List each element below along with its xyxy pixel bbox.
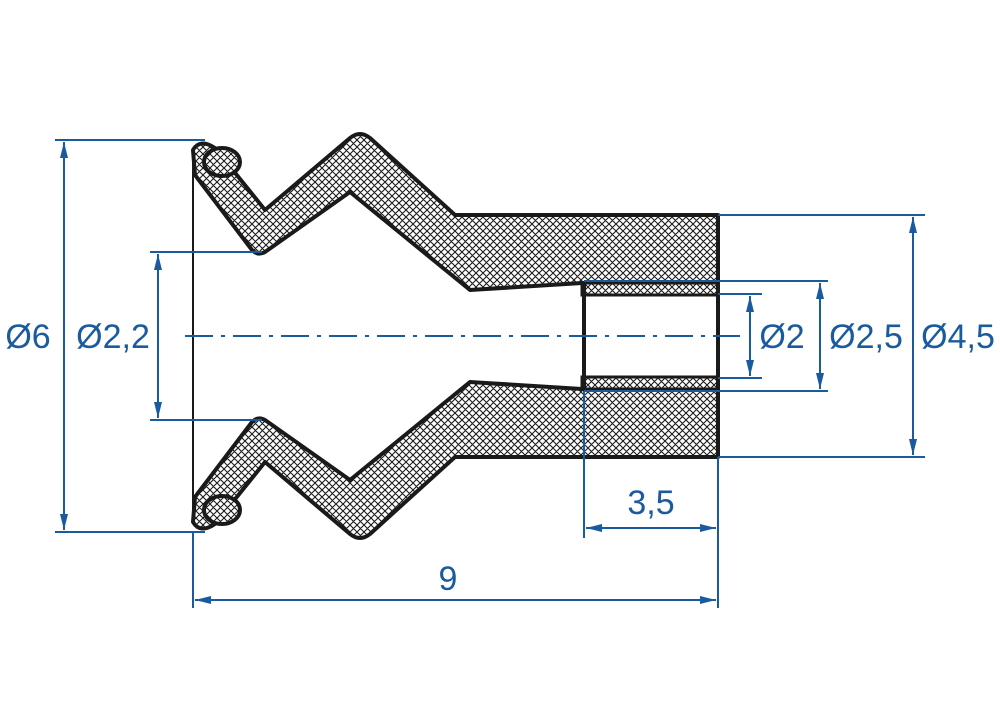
upper-lip-bulb: [202, 146, 242, 178]
upper-wall-section: [191, 132, 720, 292]
lip-id-arrow-top: [154, 254, 162, 270]
dimension-lines: [55, 139, 925, 608]
length-arrow-right: [700, 596, 716, 604]
bore-depth-label: 3,5: [627, 484, 674, 522]
body-od-arrow-top: [909, 217, 917, 233]
outer-diameter-label: Ø6: [5, 318, 50, 356]
od-arrow-top: [60, 142, 68, 158]
lower-wall-section: [191, 380, 720, 540]
bore-id-arrow-top: [746, 296, 754, 312]
bore-od-arrow-top: [816, 283, 824, 299]
lip-inner-diameter-label: Ø2,2: [76, 318, 150, 356]
od-arrow-bottom: [60, 514, 68, 530]
part-section: [191, 132, 720, 540]
body-diameter-label: Ø4,5: [921, 318, 995, 356]
bore-lower-band: [580, 375, 720, 391]
bore-outer-diameter-label: Ø2,5: [829, 318, 903, 356]
lower-lip-bulb: [202, 494, 242, 526]
lip-id-arrow-bottom: [154, 402, 162, 418]
bore-upper-band: [580, 281, 720, 297]
dimension-labels: Ø6 Ø2,2 Ø2 Ø2,5 Ø4,5 3,5 9: [5, 318, 995, 598]
length-arrow-left: [195, 596, 211, 604]
bore-depth-arrow-right: [700, 524, 716, 532]
bore-od-arrow-bottom: [816, 373, 824, 389]
bore-diameter-label: Ø2: [759, 318, 804, 356]
body-od-arrow-bottom: [909, 439, 917, 455]
bore-id-arrow-bottom: [746, 360, 754, 376]
bore-depth-arrow-left: [586, 524, 602, 532]
total-length-label: 9: [439, 560, 458, 598]
